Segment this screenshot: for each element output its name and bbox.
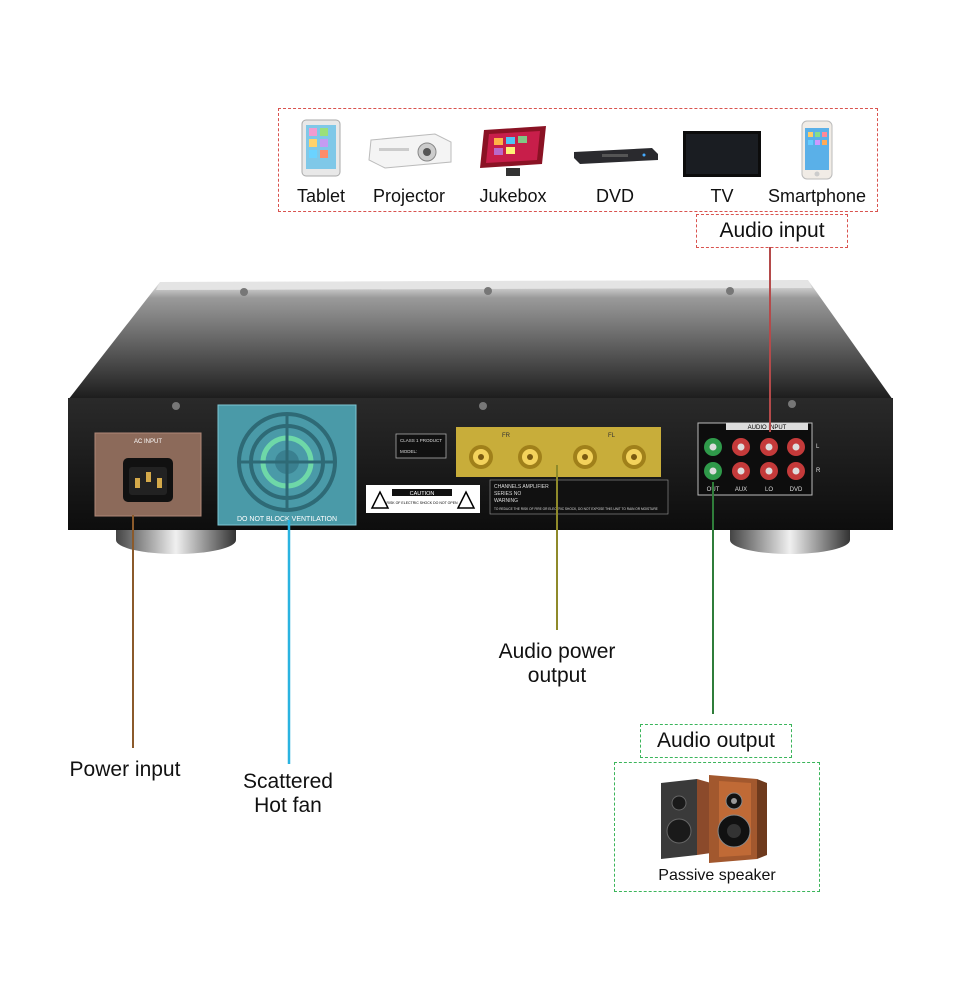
speaker-terminal-4 <box>622 445 646 469</box>
audio-input-callout: Audio input <box>696 214 848 248</box>
device-projector <box>365 126 455 179</box>
device-tablet <box>298 118 344 183</box>
passive-speaker-box: Passive speaker <box>614 762 820 892</box>
rca-lo-left <box>760 438 778 456</box>
series-no-text: SERIES NO <box>494 491 521 497</box>
tv-icon <box>683 131 761 177</box>
device-label-smartphone: Smartphone <box>767 186 867 206</box>
device-tv <box>682 130 762 183</box>
speaker-terminal-1 <box>469 445 493 469</box>
rca-lo-right <box>760 462 778 480</box>
rca-lo-text: LO <box>765 487 773 493</box>
device-label-dvd: DVD <box>595 186 634 206</box>
power-output-label-line1: Audio power <box>498 640 616 663</box>
audio-output-callout: Audio output <box>640 724 792 758</box>
rca-out-left <box>704 438 722 456</box>
caution-sub-text: RISK OF ELECTRIC SHOCK DO NOT OPEN <box>386 501 458 505</box>
rca-r-text: R <box>816 468 821 474</box>
warning-body-text: TO REDUCE THE RISK OF FIRE OR ELECTRIC S… <box>494 507 658 511</box>
caution-text: CAUTION <box>410 491 435 497</box>
power-output-label-line2: output <box>527 664 587 687</box>
device-smartphone <box>796 120 838 185</box>
device-label-tv: TV <box>710 186 734 206</box>
device-label-jukebox: Jukebox <box>479 186 547 206</box>
rca-out-right <box>704 462 722 480</box>
warning-text: WARNING <box>494 498 518 504</box>
rca-aux-right <box>732 462 750 480</box>
fan-label: Scattered Hot fan <box>218 770 358 818</box>
audio-input-panel-text: AUDIO INPUT <box>748 425 787 431</box>
speaker-icon <box>661 775 767 863</box>
class-product-text: CLASS 1 PRODUCT <box>400 438 442 443</box>
ac-input-text: AC INPUT <box>134 439 162 445</box>
jukebox-icon <box>480 126 546 176</box>
tablet-icon <box>301 119 341 177</box>
passive-speaker-label: Passive speaker <box>658 867 776 884</box>
fl-text: FL <box>608 433 616 439</box>
audio-input-label: Audio input <box>719 219 825 242</box>
projector-icon <box>368 133 452 169</box>
power-input-label: Power input <box>69 758 181 781</box>
channels-amplifier-text: CHANNELS AMPLIFIER <box>494 484 549 490</box>
fan-label-line1: Scattered <box>243 770 333 793</box>
smartphone-icon <box>801 120 833 180</box>
device-dvd <box>572 144 660 171</box>
dvd-player-icon <box>574 148 658 164</box>
rca-l-text: L <box>816 444 820 450</box>
speaker-terminal-3 <box>573 445 597 469</box>
audio-source-box <box>278 108 878 212</box>
speaker-terminal-2 <box>518 445 542 469</box>
rca-dvd-text: DVD <box>790 487 803 493</box>
audio-output-label: Audio output <box>657 729 775 752</box>
rca-dvd-left <box>787 438 805 456</box>
rca-aux-left <box>732 438 750 456</box>
power-output-label: Audio power output <box>472 640 642 688</box>
ventilation-text: DO NOT BLOCK VENTILATION <box>237 516 337 523</box>
model-text: MODEL: <box>400 449 417 454</box>
fan-label-line2: Hot fan <box>254 794 322 817</box>
device-jukebox <box>476 124 550 183</box>
rca-aux-text: AUX <box>735 487 747 493</box>
fr-text: FR <box>502 433 511 439</box>
rca-dvd-right <box>787 462 805 480</box>
device-label-tablet: Tablet <box>296 186 346 206</box>
device-label-projector: Projector <box>372 186 446 206</box>
